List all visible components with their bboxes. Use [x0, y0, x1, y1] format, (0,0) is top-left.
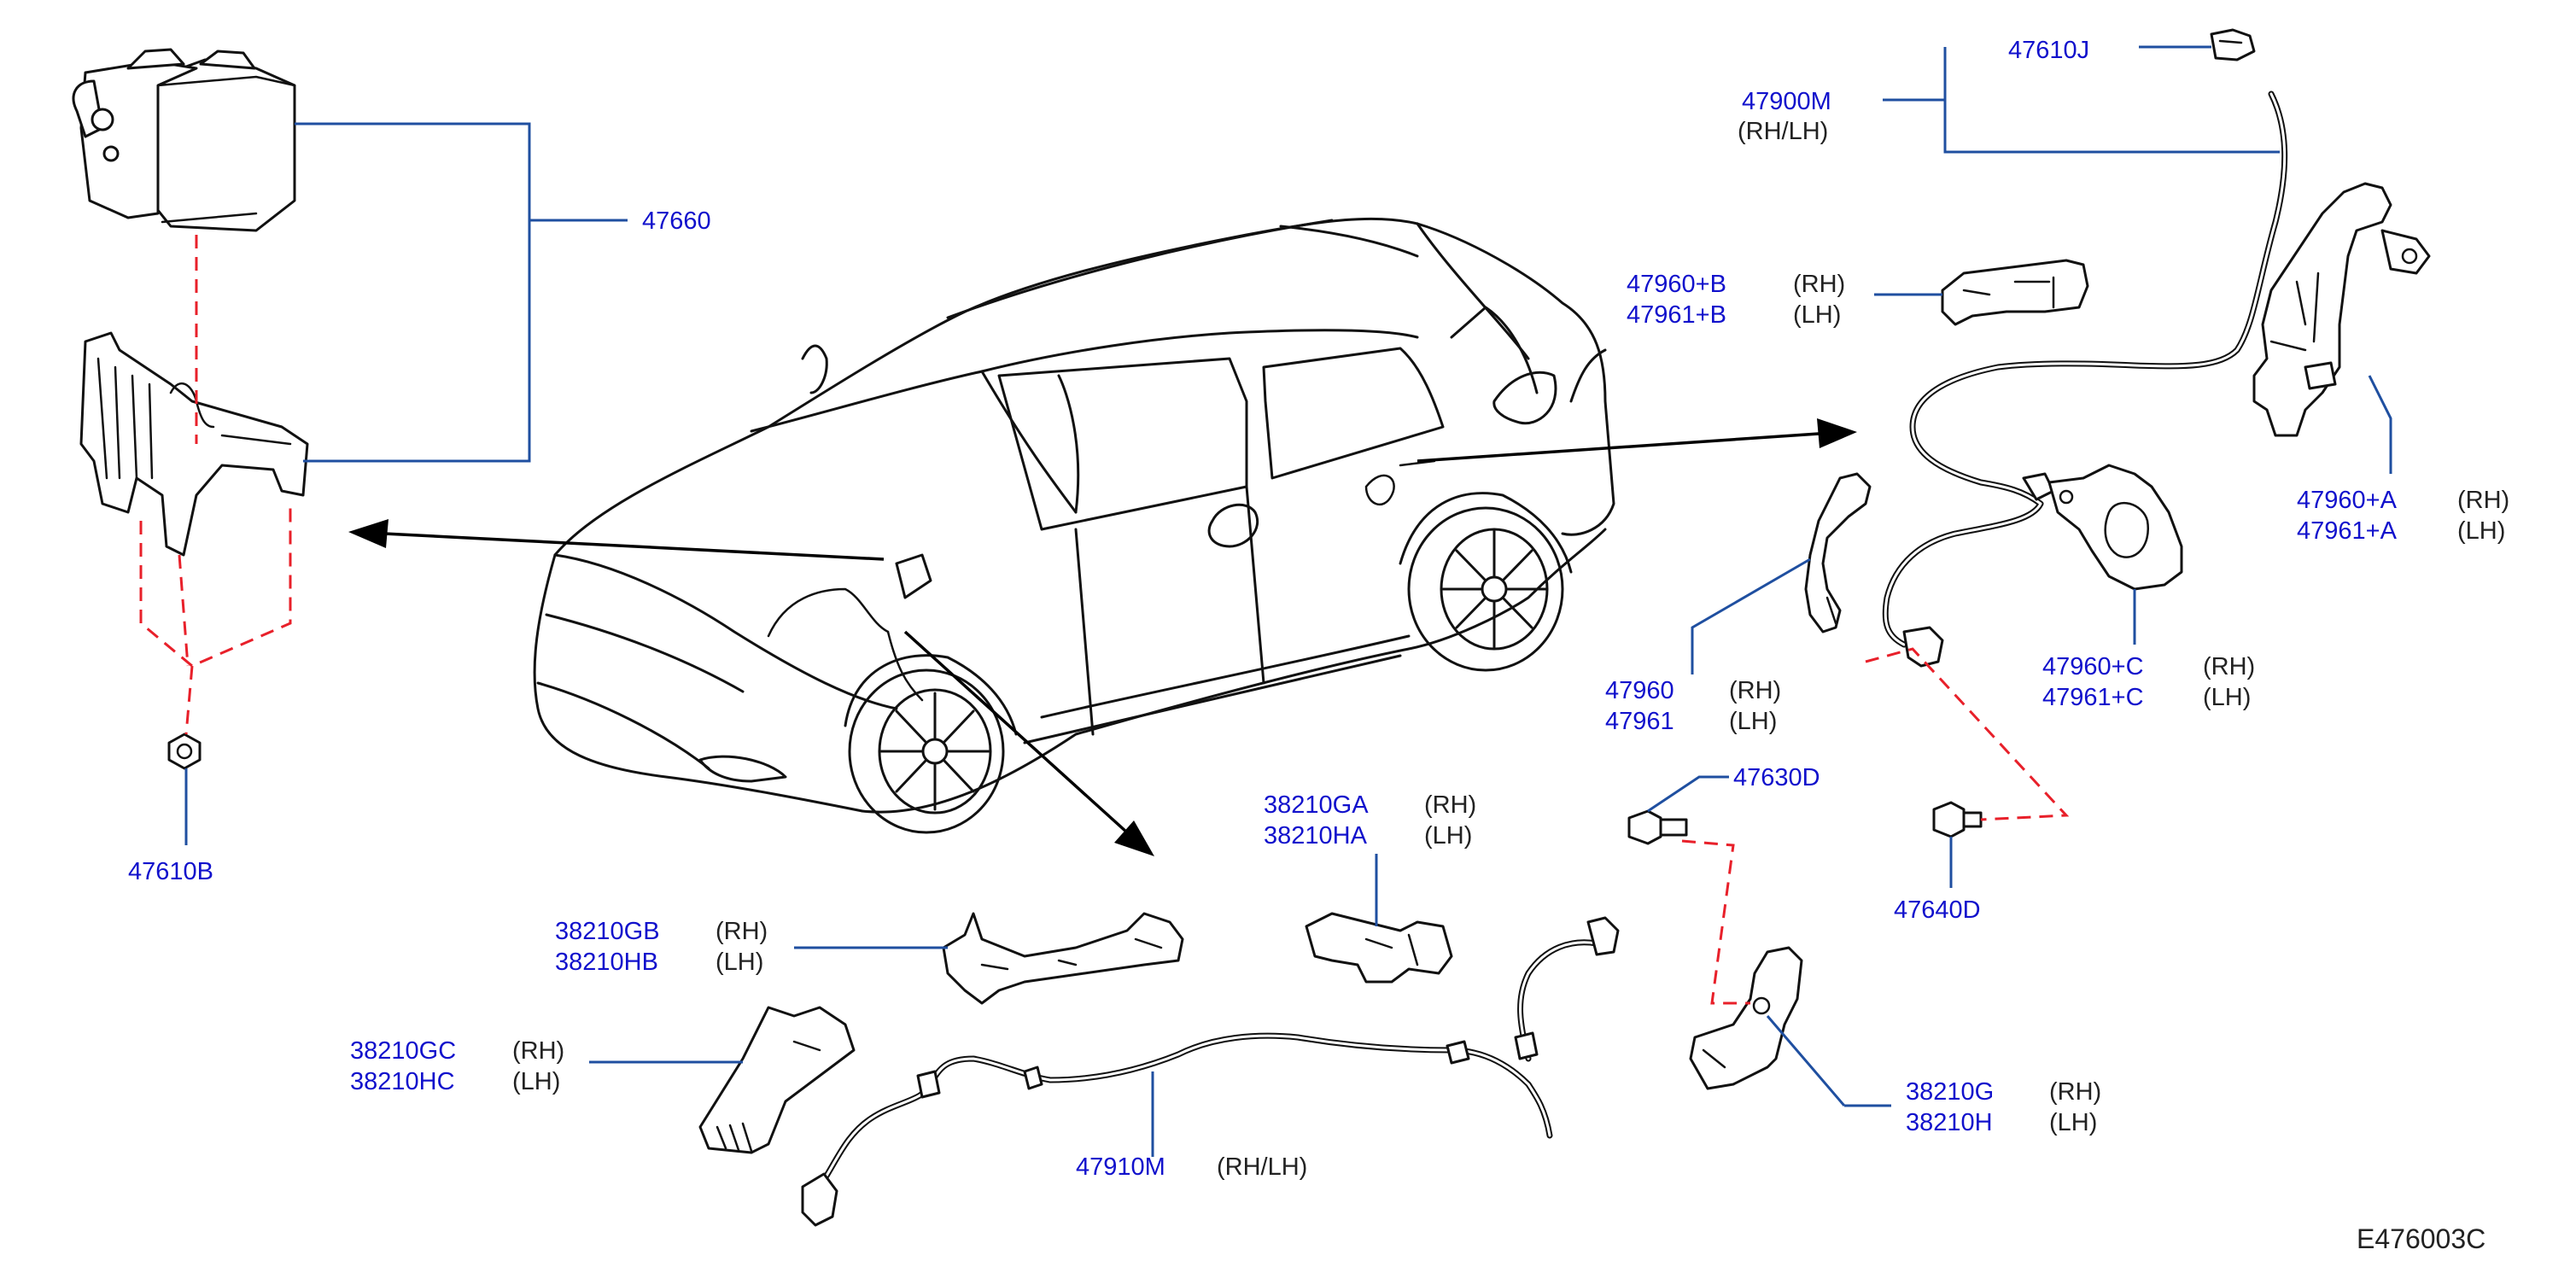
side-lh-label: (LH) [512, 1068, 560, 1095]
part-number-47960-b[interactable]: 47960+B [1627, 271, 1726, 298]
side-rh-label: (RH) [1793, 271, 1845, 298]
part-number-47960-a[interactable]: 47960+A [2297, 487, 2398, 514]
front-sensor-harness-illustration [801, 916, 1620, 1227]
part-number-47910m[interactable]: 47910M [1076, 1153, 1165, 1181]
arrow-to-rear-sensor [1417, 418, 1857, 463]
part-number-47610j[interactable]: 47610J [2008, 37, 2089, 64]
rear-clip-illustration [2210, 28, 2256, 61]
actuator-bracket-illustration [79, 331, 309, 557]
side-rh-label: (RH) [2457, 487, 2509, 514]
side-rh-lh-label: (RH/LH) [1217, 1153, 1307, 1181]
side-lh-label: (LH) [2049, 1109, 2097, 1136]
rear-bracket-b-illustration [1941, 259, 2089, 326]
side-lh-label: (LH) [1793, 301, 1841, 329]
side-lh-label: (LH) [1424, 822, 1472, 850]
part-number-38210gc[interactable]: 38210GC [350, 1037, 456, 1065]
part-number-47660[interactable]: 47660 [642, 207, 711, 235]
figure-code: E476003C [2357, 1223, 2485, 1254]
front-sensor-illustration [1689, 946, 1803, 1090]
part-number-38210hc[interactable]: 38210HC [350, 1068, 455, 1095]
arrow-to-actuator [348, 519, 885, 561]
side-lh-label: (LH) [716, 949, 763, 976]
front-bracket-c-illustration [698, 1006, 856, 1154]
part-number-38210h[interactable]: 38210H [1906, 1109, 1993, 1136]
front-wheel [844, 654, 1018, 834]
part-number-38210g[interactable]: 38210G [1906, 1078, 1994, 1106]
side-rh-label: (RH) [512, 1037, 564, 1065]
part-number-38210ga[interactable]: 38210GA [1264, 791, 1369, 819]
side-rh-label: (RH) [2203, 653, 2255, 680]
rear-wheel [1399, 492, 1573, 672]
part-number-47630d[interactable]: 47630D [1733, 764, 1820, 791]
front-bracket-a-illustration [1305, 912, 1453, 984]
side-rh-lh-label: (RH/LH) [1738, 118, 1828, 145]
part-number-47961[interactable]: 47961 [1605, 708, 1674, 735]
side-rh-label: (RH) [1424, 791, 1476, 819]
part-number-47610b[interactable]: 47610B [128, 858, 213, 885]
vehicle-outline [533, 217, 1615, 834]
rear-bolt-illustration [1932, 801, 1983, 838]
part-number-47960-c[interactable]: 47960+C [2042, 653, 2144, 680]
part-number-38210hb[interactable]: 38210HB [555, 949, 658, 976]
side-rh-label: (RH) [716, 918, 768, 945]
part-number-47961-a[interactable]: 47961+A [2297, 517, 2398, 545]
nut-illustration [167, 733, 202, 770]
side-lh-label: (LH) [2203, 684, 2251, 711]
abs-actuator-illustration [72, 48, 296, 232]
part-number-38210ha[interactable]: 38210HA [1264, 822, 1368, 850]
front-bolt-illustration [1627, 809, 1688, 845]
side-lh-label: (LH) [1729, 708, 1777, 735]
front-bracket-b-illustration [942, 912, 1184, 1005]
part-number-47960[interactable]: 47960 [1605, 677, 1674, 704]
rear-sensor-harness-illustration [1882, 90, 2288, 668]
part-number-47961-b[interactable]: 47961+B [1627, 301, 1726, 329]
part-number-47961-c[interactable]: 47961+C [2042, 684, 2144, 711]
part-number-47900m[interactable]: 47900M [1742, 88, 1831, 115]
side-lh-label: (LH) [2457, 517, 2505, 545]
side-rh-label: (RH) [1729, 677, 1781, 704]
rear-bracket-a-illustration [2252, 182, 2431, 437]
arrow-to-front-sensor [903, 630, 1154, 856]
part-number-38210gb[interactable]: 38210GB [555, 918, 660, 945]
rear-sensor-illustration [1804, 472, 1872, 634]
side-rh-label: (RH) [2049, 1078, 2101, 1106]
part-number-47640d[interactable]: 47640D [1894, 896, 1981, 924]
rear-bracket-c-illustration [2047, 464, 2183, 591]
